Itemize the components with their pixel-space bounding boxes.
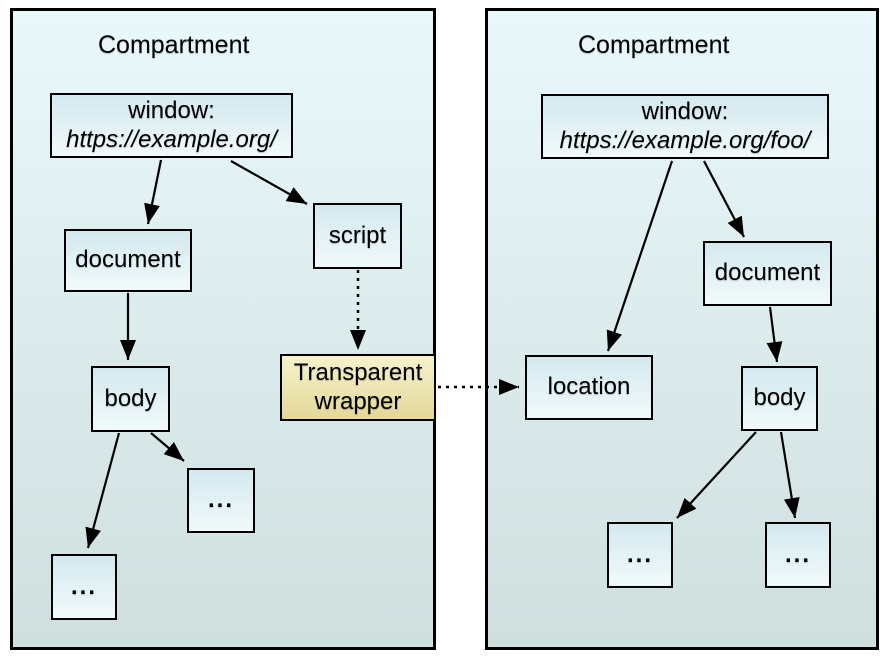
window-right-label: window: [641, 97, 729, 125]
node-ellipsis-right-2: ... [765, 522, 831, 588]
node-body-left: body [91, 366, 170, 432]
node-window-left: window: https://example.org/ [50, 93, 293, 158]
window-left-url: https://example.org/ [66, 125, 277, 153]
compartment-right-title: Compartment [578, 31, 730, 59]
node-document-right: document [703, 241, 832, 306]
window-left-label: window: [128, 96, 215, 124]
node-script: script [313, 203, 402, 269]
node-document-left: document [64, 229, 192, 292]
node-location: location [525, 355, 653, 420]
node-transparent-wrapper: Transparent wrapper [280, 354, 436, 421]
window-right-url: https://example.org/foo/ [559, 126, 811, 154]
node-ellipsis-left-2: ... [51, 554, 117, 620]
node-body-right: body [741, 366, 818, 431]
node-window-right: window: https://example.org/foo/ [541, 94, 829, 159]
node-ellipsis-right-1: ... [607, 522, 673, 588]
node-ellipsis-left-1: ... [187, 468, 255, 533]
compartment-left-title: Compartment [98, 31, 250, 59]
